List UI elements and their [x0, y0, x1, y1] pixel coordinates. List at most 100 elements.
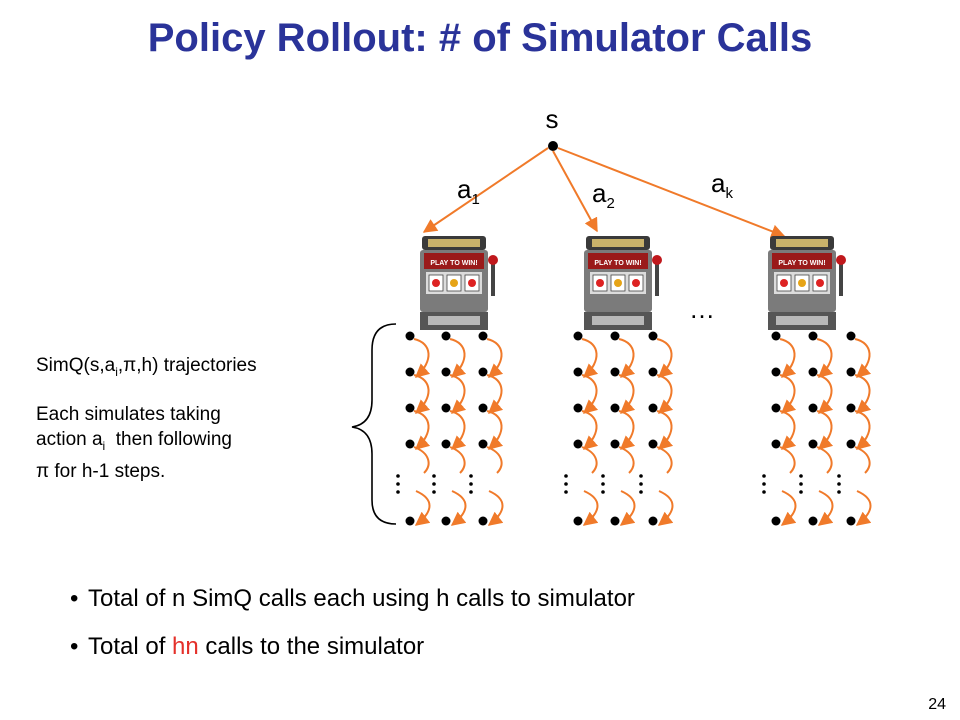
vertical-ellipsis-dot	[762, 474, 766, 478]
state-node	[648, 439, 658, 449]
vertical-ellipsis-dot	[469, 482, 473, 486]
transition-arrow	[854, 338, 872, 378]
description-line-1: Each simulates taking	[36, 404, 221, 425]
trajectories-label: SimQ(s,ai,π,h) trajectories	[36, 355, 257, 379]
vertical-ellipsis-dot	[799, 490, 803, 494]
state-node	[478, 439, 488, 449]
transition-arrow	[486, 338, 504, 378]
state-node	[846, 331, 856, 341]
vertical-ellipsis-dot	[564, 482, 568, 486]
state-node	[405, 331, 415, 341]
highlight-hn: hn	[172, 633, 199, 660]
transition-arrow	[449, 338, 467, 378]
state-node	[478, 403, 488, 413]
transition-arrow	[486, 410, 504, 450]
transition-arrow	[779, 338, 797, 378]
transition-arrow	[656, 410, 674, 450]
more-actions-ellipsis: …	[689, 294, 715, 324]
state-node	[610, 439, 620, 449]
state-node	[405, 516, 415, 526]
description-line-3: π for h-1 steps.	[36, 460, 166, 482]
vertical-ellipsis-dot	[762, 482, 766, 486]
transition-arrow	[581, 446, 598, 474]
vertical-ellipsis-dot	[396, 482, 400, 486]
state-node	[771, 439, 781, 449]
transition-arrow	[816, 410, 834, 450]
bullet-item: •Total of n SimQ calls each using h call…	[70, 585, 635, 612]
transition-arrow	[779, 410, 797, 450]
transition-arrow	[413, 338, 431, 378]
branch-arrow-ak	[557, 147, 786, 238]
vertical-ellipsis-dot	[564, 474, 568, 478]
state-node	[648, 331, 658, 341]
state-node	[808, 403, 818, 413]
svg-text:PLAY TO WIN!: PLAY TO WIN!	[594, 260, 641, 267]
transition-arrow	[486, 374, 504, 414]
state-node	[648, 367, 658, 377]
state-node	[441, 367, 451, 377]
state-node	[610, 331, 620, 341]
vertical-ellipsis-dot	[601, 474, 605, 478]
state-node	[405, 367, 415, 377]
slot-machine-icon: PLAY TO WIN!	[767, 235, 847, 331]
transition-arrow	[656, 446, 673, 474]
transition-arrow	[413, 374, 431, 414]
state-node	[441, 439, 451, 449]
state-node	[808, 331, 818, 341]
transition-arrow	[414, 490, 431, 526]
state-node	[610, 403, 620, 413]
slot-machine-icon: PLAY TO WIN!	[419, 235, 499, 331]
transition-arrow	[413, 410, 431, 450]
transition-arrow	[619, 490, 636, 526]
root-node	[548, 141, 558, 151]
state-node	[441, 331, 451, 341]
state-node	[846, 403, 856, 413]
state-node	[478, 331, 488, 341]
svg-text:PLAY TO WIN!: PLAY TO WIN!	[778, 260, 825, 267]
transition-arrow	[581, 410, 599, 450]
transition-arrow	[780, 490, 797, 526]
vertical-ellipsis-dot	[432, 474, 436, 478]
state-node	[441, 516, 451, 526]
transition-arrow	[656, 338, 674, 378]
vertical-ellipsis-dot	[799, 482, 803, 486]
transition-arrow	[854, 410, 872, 450]
state-node	[648, 403, 658, 413]
state-node	[573, 331, 583, 341]
vertical-ellipsis-dot	[837, 474, 841, 478]
vertical-ellipsis-dot	[601, 482, 605, 486]
transition-arrow	[618, 374, 636, 414]
vertical-ellipsis-dot	[396, 474, 400, 478]
transition-arrow	[855, 490, 872, 526]
transition-arrow	[486, 446, 503, 474]
state-node	[573, 367, 583, 377]
branch-label-ak: ak	[711, 168, 733, 202]
state-node	[771, 331, 781, 341]
vertical-ellipsis-dot	[396, 490, 400, 494]
page-number: 24	[928, 696, 946, 713]
vertical-ellipsis-dot	[639, 482, 643, 486]
transition-arrow	[817, 490, 834, 526]
transition-arrow	[618, 338, 636, 378]
state-node	[478, 367, 488, 377]
vertical-ellipsis-dot	[762, 490, 766, 494]
vertical-ellipsis-dot	[564, 490, 568, 494]
trajectory-grids	[396, 331, 872, 526]
transition-arrow	[816, 446, 833, 474]
state-node	[846, 439, 856, 449]
transition-arrow	[450, 490, 467, 526]
branch-label-a2: a2	[592, 178, 615, 212]
state-node	[808, 439, 818, 449]
state-node	[808, 516, 818, 526]
transition-arrow	[581, 338, 599, 378]
state-node	[478, 516, 488, 526]
transition-arrow	[618, 410, 636, 450]
transition-arrow	[656, 374, 674, 414]
curly-brace	[351, 323, 397, 525]
state-node	[573, 439, 583, 449]
description-line-2: action ai then following	[36, 429, 232, 453]
state-node	[771, 403, 781, 413]
slot-machine-icon: PLAY TO WIN!	[583, 235, 663, 331]
state-node	[808, 367, 818, 377]
